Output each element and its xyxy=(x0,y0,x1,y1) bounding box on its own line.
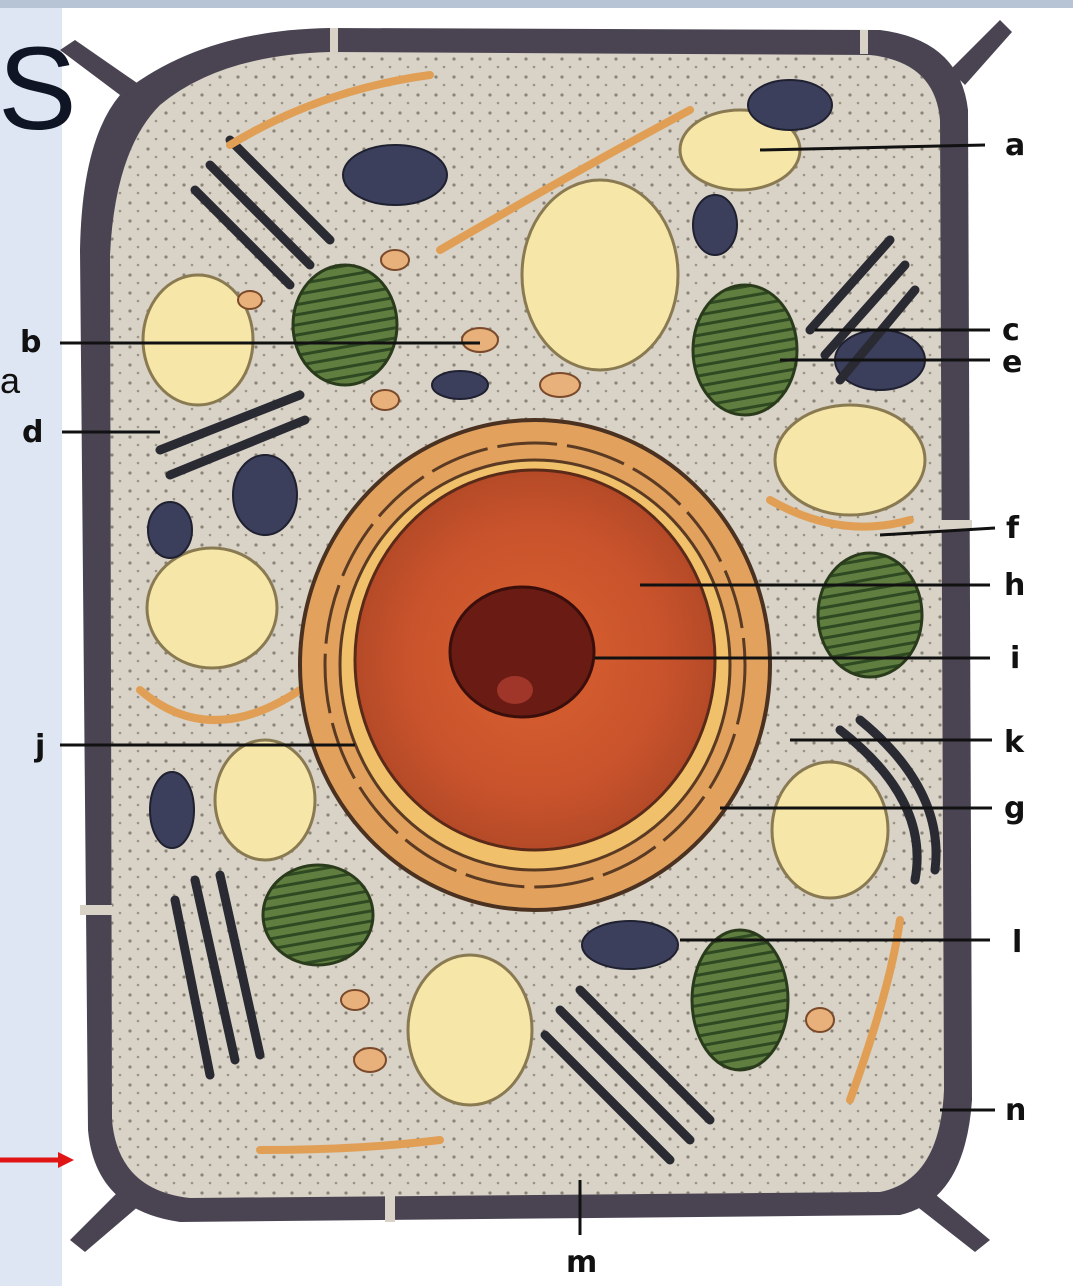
vacuole xyxy=(147,548,277,668)
chloroplast xyxy=(293,265,397,385)
label-i: i xyxy=(1010,641,1020,676)
chloroplast xyxy=(692,930,788,1070)
mitochondrion xyxy=(150,772,194,848)
vacuole xyxy=(772,762,888,898)
chloroplast xyxy=(693,285,797,415)
wall-spike-bottom-right xyxy=(915,1190,990,1252)
label-a: a xyxy=(1005,128,1025,163)
chloroplast xyxy=(263,865,373,965)
label-h: h xyxy=(1004,568,1025,603)
vacuole xyxy=(143,275,253,405)
vacuole xyxy=(215,740,315,860)
label-n: n xyxy=(1005,1093,1026,1128)
wall-gap-top xyxy=(330,28,338,52)
vacuole xyxy=(775,405,925,515)
label-k: k xyxy=(1004,725,1025,760)
nucleus xyxy=(300,420,770,910)
label-m: m xyxy=(566,1245,597,1280)
mitochondrion xyxy=(343,145,447,205)
wall-spike-top-left xyxy=(60,40,140,95)
label-g: g xyxy=(1004,791,1025,826)
pointer-arrow xyxy=(0,1152,74,1168)
label-f: f xyxy=(1006,511,1020,546)
label-d: d xyxy=(22,415,43,450)
wall-spike-top-right xyxy=(950,20,1012,85)
mitochondrion xyxy=(233,455,297,535)
mitochondrion xyxy=(432,371,488,399)
vacuole xyxy=(408,955,532,1105)
wall-gap-bottom xyxy=(385,1192,395,1222)
wall-gap-left xyxy=(80,905,112,915)
wall-gap-top-2 xyxy=(860,30,868,54)
label-l: l xyxy=(1012,925,1022,960)
vacuole xyxy=(522,180,678,370)
nucleolus-core xyxy=(497,676,533,704)
mitochondrion xyxy=(148,502,192,558)
label-j: j xyxy=(34,729,45,764)
label-e: e xyxy=(1002,345,1022,380)
label-c: c xyxy=(1002,313,1020,348)
mitochondrion xyxy=(748,80,832,130)
wall-spike-bottom-left xyxy=(70,1190,140,1252)
mitochondrion xyxy=(693,195,737,255)
label-b: b xyxy=(20,325,41,360)
mitochondrion xyxy=(582,921,678,969)
